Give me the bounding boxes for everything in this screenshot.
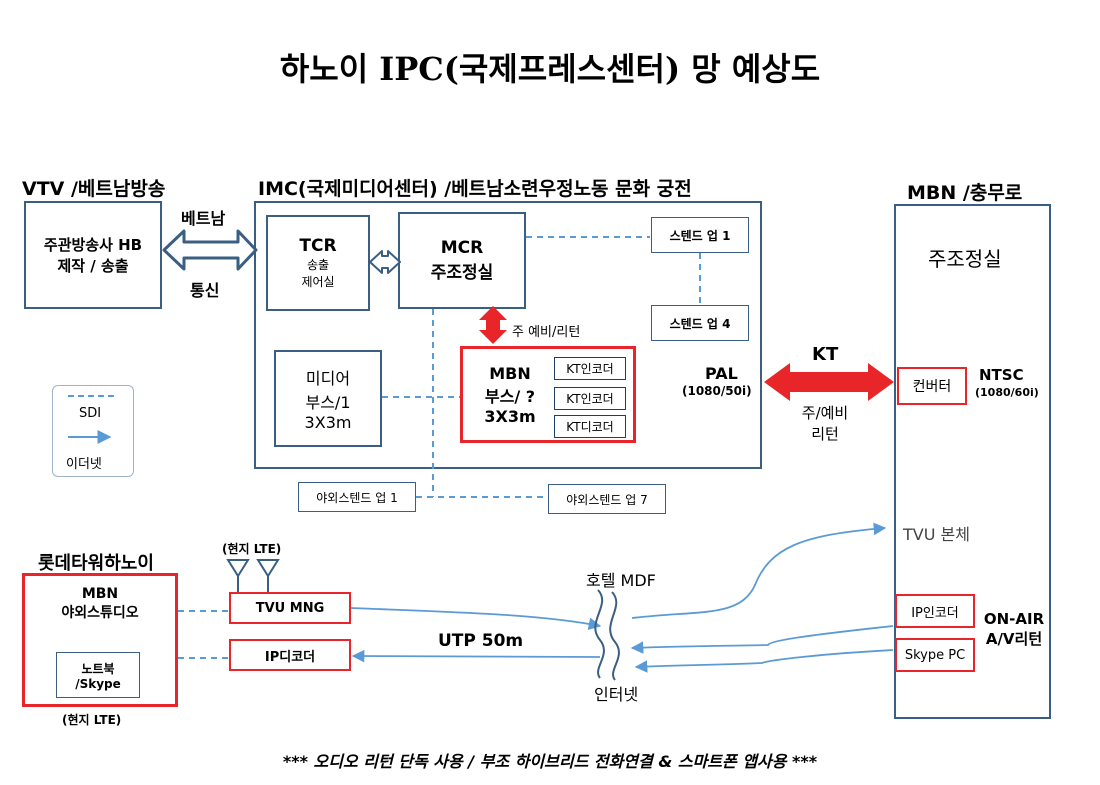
vtv-box-line1: 주관방송사 HB <box>43 236 143 254</box>
kt-encoder-1-box: KT인코더 <box>554 357 626 380</box>
stand-up-4-box: 스텐드 업 4 <box>651 305 749 341</box>
media-booth-line2: 부스/1 <box>305 393 351 412</box>
ntsc-resolution: (1080/60i) <box>975 386 1039 399</box>
stand-up-1-box: 스텐드 업 1 <box>651 217 749 253</box>
lotte-heading: 롯데타워하노이 <box>38 553 154 574</box>
legend-box <box>52 385 134 477</box>
tvu-unit-label: TVU 본체 <box>903 525 970 544</box>
kt-encoder-1-label: KT인코더 <box>566 362 614 376</box>
tcr-line1: 송출 <box>306 258 330 272</box>
ntsc-label: NTSC <box>979 366 1024 384</box>
mbn-booth-line2: 부스/ ? <box>484 387 536 406</box>
mbn-booth-box <box>460 346 636 443</box>
kt-decoder-box: KT디코더 <box>554 415 626 438</box>
onair-label: ON-AIR A/V리턴 <box>978 610 1050 649</box>
kt-decoder-label: KT디코더 <box>566 420 614 434</box>
ip-decoder-box: IP디코더 <box>229 639 351 671</box>
legend-ethernet-label: 이더넷 <box>66 457 102 472</box>
antenna-icons <box>226 559 280 592</box>
converter-label: 컨버터 <box>912 379 952 395</box>
stand-up-1-label: 스텐드 업 1 <box>669 228 731 243</box>
mcr-sub: 주조정실 <box>430 263 494 283</box>
lotte-studio-line2: 야외스튜디오 <box>61 605 139 621</box>
lotte-studio-line1: MBN <box>81 586 119 602</box>
tcr-title: TCR <box>299 236 337 256</box>
pal-resolution: (1080/50i) <box>682 384 752 398</box>
lotte-studio-box <box>22 573 178 707</box>
backup-return-label: 주 예비/리턴 <box>512 325 581 340</box>
utp-label: UTP 50m <box>438 631 524 651</box>
skype-pc-label: Skype PC <box>904 647 966 663</box>
kt-label: KT <box>812 344 839 365</box>
kt-encoder-2-label: KT인코더 <box>566 392 614 406</box>
outdoor-stand-7-box: 야외스텐드 업 7 <box>548 484 666 514</box>
kt-sub-line2: 리턴 <box>811 425 839 443</box>
stand-up-4-label: 스텐드 업 4 <box>669 316 731 331</box>
vtv-broadcaster-box: 주관방송사 HB 제작 / 송출 <box>24 201 162 309</box>
kt-red-arrow <box>764 363 894 401</box>
vtv-heading: VTV /베트남방송 <box>22 178 166 200</box>
onair-line2: A/V리턴 <box>985 630 1043 648</box>
ip-encoder-box: IP인코더 <box>895 594 975 628</box>
vtv-link-arrow <box>162 229 258 271</box>
internet-label: 인터넷 <box>594 685 639 704</box>
vtv-link-bottom-label: 통신 <box>190 281 220 300</box>
imc-outer-box <box>254 201 762 469</box>
laptop-line1: 노트북 <box>81 661 115 676</box>
page-title: 하노이 IPC(국제프레스센터) 망 예상도 <box>279 50 821 88</box>
mbn-heading: MBN /충무로 <box>907 182 1023 204</box>
tvu-mng-label: TVU MNG <box>255 600 325 616</box>
ip-decoder-label: IP디코더 <box>264 649 316 665</box>
ip-encoder-label: IP인코더 <box>911 605 959 621</box>
lotte-studio-title: MBN 야외스튜디오 <box>22 586 178 622</box>
media-booth-line1: 미디어 <box>305 369 351 388</box>
laptop-line2: /Skype <box>75 676 121 691</box>
imc-heading: IMC(국제미디어센터) /베트남소련우정노동 문화 궁전 <box>258 178 692 200</box>
kt-encoder-2-box: KT인코더 <box>554 387 626 410</box>
lte-bottom-label: (현지 LTE) <box>62 713 122 727</box>
hotel-mdf-label: 호텔 MDF <box>586 571 656 590</box>
mbn-booth-line3: 3X3m <box>484 407 536 426</box>
legend-sdi-label: SDI <box>79 406 102 421</box>
converter-box: 컨버터 <box>897 367 967 405</box>
mcr-title: MCR <box>440 238 484 258</box>
vtv-box-line2: 제작 / 송출 <box>57 257 129 275</box>
media-booth-box: 미디어 부스/1 3X3m <box>274 350 382 447</box>
outdoor-stand-7-label: 야외스텐드 업 7 <box>566 492 648 507</box>
tcr-box: TCR 송출 제어실 <box>266 215 370 311</box>
tcr-line2: 제어실 <box>301 275 335 289</box>
footer-note: *** 오디오 리턴 단독 사용 / 부조 하이브리드 전화연결 & 스마트폰 … <box>282 752 818 771</box>
lte-top-label: (현지 LTE) <box>222 542 282 556</box>
laptop-box: 노트북 /Skype <box>56 652 140 698</box>
mcr-box: MCR 주조정실 <box>398 212 526 309</box>
kt-sub-line1: 주/예비 <box>801 404 849 422</box>
internet-curves <box>594 589 620 681</box>
outdoor-stand-1-box: 야외스텐드 업 1 <box>298 482 416 512</box>
onair-line1: ON-AIR <box>983 610 1045 628</box>
mbn-booth-line1: MBN <box>489 364 531 383</box>
kt-sub-label: 주/예비 리턴 <box>790 402 860 444</box>
media-booth-line3: 3X3m <box>304 413 352 432</box>
pal-label: PAL <box>705 364 738 383</box>
tvu-mng-box: TVU MNG <box>229 592 351 624</box>
mbn-booth-text: MBN 부스/ ? 3X3m <box>470 350 550 440</box>
outdoor-stand-1-label: 야외스텐드 업 1 <box>316 490 398 505</box>
ethernet-lines <box>350 522 894 673</box>
mbn-main-box <box>894 204 1051 719</box>
skype-pc-box: Skype PC <box>895 638 975 672</box>
vtv-link-top-label: 베트남 <box>181 209 226 228</box>
mbn-main-control-label: 주조정실 <box>928 247 1002 271</box>
